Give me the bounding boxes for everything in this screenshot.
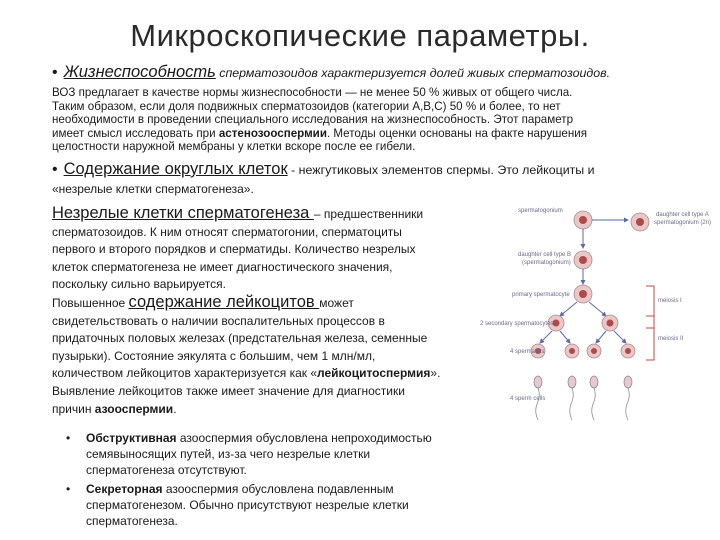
bullet-dot: • (52, 161, 58, 178)
label-daughter-b: daughter cell type B (518, 252, 571, 258)
arrow (559, 330, 571, 344)
paragraph-line: имеет смысл исследовать при астенозооспе… (52, 127, 692, 141)
section-line: пузырьки). Состояние эякулята с большим,… (52, 348, 376, 363)
round-cells-text: - нежгутиковых элементов спермы. Это лей… (287, 163, 595, 177)
section-line: клеток сперматогенеза не имеет диагности… (52, 259, 393, 274)
label-meiosis2: meiosis II (658, 336, 684, 342)
spermatogenesis-diagram: spermatogonium daughter cell type A sper… (480, 208, 711, 421)
viability-term: Жизнеспособность (63, 63, 216, 81)
arrow (595, 330, 607, 344)
label-daughter-a-2: spermatogonium (2n) (654, 220, 711, 226)
label-spermatogonium: spermatogonium (518, 208, 563, 214)
label-spermatids: 4 spermatids (510, 349, 544, 355)
section-line: сперматозоидов. К ним относят сперматого… (52, 224, 402, 239)
asthenozoospermia-term: астенозооспермии (218, 126, 327, 140)
section-heading: Незрелые клетки сперматогенеза – предшес… (52, 204, 492, 224)
arrow (588, 301, 607, 317)
label-daughter-b-2: (spermatogonium) (522, 260, 571, 266)
paragraph-line: целостности наружной мембраны у клетки в… (52, 140, 416, 154)
list-line: сперматогенезом. Обычно присутствуют нез… (86, 498, 409, 512)
cell-secondary-1 (547, 314, 565, 332)
arrow (539, 330, 553, 344)
spermatids (530, 343, 636, 359)
azoospermia-term: азооспермии (94, 401, 174, 416)
cell-daughter-a (630, 212, 650, 232)
viability-text: сперматозоидов характеризуется долей жив… (215, 66, 611, 80)
azoospermia-list: • Обструктивная азооспермия обусловлена … (66, 430, 432, 532)
round-cells-line2: «незрелые клетки сперматогенеза». (52, 182, 254, 196)
bullet-dot: • (66, 431, 71, 445)
secretory-term: Секреторная (86, 482, 163, 496)
bullet-dot: • (66, 482, 71, 496)
text-span: азооспермия обусловлена подавленным (162, 482, 394, 496)
section-line: свидетельствовать о наличии воспалительн… (52, 313, 385, 328)
round-cells-term: Содержание округлых клеток (63, 160, 288, 178)
section-line: придаточных половых железах (предстатель… (52, 331, 428, 346)
cell-primary-spermatocyte (573, 284, 593, 304)
cell-spermatogonium (573, 210, 593, 230)
label-secondary: 2 secondary spermatocytes (480, 321, 553, 327)
immature-cells-term: Незрелые клетки сперматогенеза (52, 204, 314, 222)
cell-daughter-b (573, 250, 593, 270)
label-primary: primary spermatocyte (512, 292, 570, 298)
list-line: сперматогенеза отсутствуют. (86, 463, 247, 477)
slide-title: Микроскопические параметры. (130, 18, 590, 53)
text-span: количеством лейкоцитов характеризуется к… (52, 366, 318, 381)
label-daughter-a: daughter cell type A (656, 212, 709, 218)
list-line: сперматогенеза. (86, 514, 178, 528)
list-line: Обструктивная азооспермия обусловлена не… (86, 430, 432, 446)
list-item: • Секреторная азооспермия обусловлена по… (66, 481, 432, 529)
bullet-dot: • (52, 64, 58, 81)
text-span: Повышенное (52, 295, 129, 310)
meiosis2-bracket (646, 315, 655, 361)
immature-cells-section: Незрелые клетки сперматогенеза – предшес… (52, 204, 492, 419)
list-line: Секреторная азооспермия обусловлена пода… (86, 481, 432, 497)
who-paragraph: ВОЗ предлагает в качестве нормы жизнеспо… (52, 86, 692, 154)
cell-secondary-2 (601, 314, 619, 332)
section-line: Повышенное содержание лейкоцитов может (52, 292, 492, 313)
text-span: имеет смысл исследовать при (52, 126, 219, 140)
sperm-cells (533, 375, 633, 421)
bullet-round-cells: • Содержание округлых клеток - нежгутиков… (52, 161, 712, 178)
paragraph-line: необходимости в проведении специального … (52, 113, 574, 127)
arrow (613, 330, 627, 344)
list-item: • Обструктивная азооспермия обусловлена … (66, 430, 432, 478)
text-span: . (173, 401, 177, 416)
section-line: Выявление лейкоцитов также имеет значени… (52, 383, 405, 398)
paragraph-line: ВОЗ предлагает в качестве нормы жизнеспо… (52, 86, 573, 99)
arrow (559, 301, 578, 317)
bullet-viability: • Жизнеспособность сперматозоидов характе… (52, 64, 712, 81)
text-span: ». (430, 366, 441, 381)
text-span: может (319, 295, 354, 310)
paragraph-line: Таким образом, если доля подвижных сперм… (52, 99, 561, 113)
text-span: причин (52, 401, 95, 416)
label-meiosis1: meiosis I (658, 298, 682, 304)
section-line: причин азооспермии. (52, 401, 492, 419)
label-sperm: 4 sperm cells (510, 396, 545, 402)
list-line: семявыносящих путей, из-за чего незрелые… (86, 447, 371, 461)
leukocytospermia-term: лейкоцитоспермия (317, 366, 431, 381)
text-span: – предшественники (313, 207, 424, 221)
section-line: количеством лейкоцитов характеризуется к… (52, 365, 492, 383)
section-line: поскольку сильно варьируется. (52, 277, 226, 292)
obstructive-term: Обструктивная (86, 431, 177, 445)
meiosis1-bracket (646, 285, 655, 329)
leukocytes-term: содержание лейкоцитов (128, 292, 320, 311)
section-line: первого и второго порядков и сперматиды.… (52, 242, 416, 257)
text-span: азооспермия обусловлена непроходимостью (176, 431, 432, 445)
text-span: . Методы оценки основаны на факте наруше… (326, 126, 588, 140)
